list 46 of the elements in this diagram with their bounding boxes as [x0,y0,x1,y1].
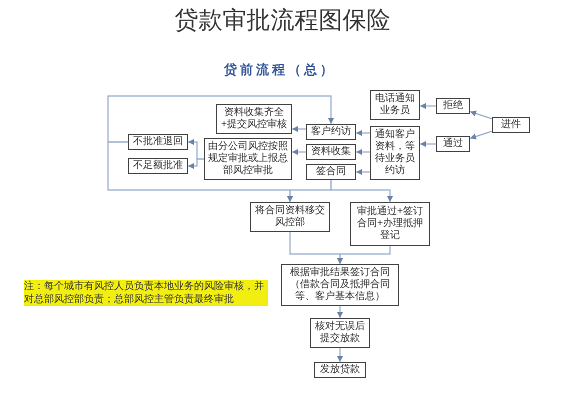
arrow [188,158,204,169]
box-label: 发放贷款 [320,364,360,376]
arrow [107,95,334,143]
process-box [436,98,470,114]
box-label: 由分公司风控按照规定审批或上报总部风控审批 [208,141,288,177]
arrow [356,149,370,155]
box-label: 不足额批准 [133,160,183,172]
process-box [436,136,470,152]
box-label: 核对无误后提交放款 [314,321,366,345]
box-label: 进件 [501,119,521,131]
arrow [337,348,343,362]
process-box [281,264,399,306]
arrow [470,130,492,140]
process-box [306,144,356,160]
process-box [128,158,188,174]
box-label: 根据审批结果签订合同（借款合同及抵押合同等、客户基本信息） [289,267,391,303]
arrow [470,110,492,120]
process-box [128,134,188,150]
box-label: 客户约访 [311,126,351,138]
process-box [350,202,430,246]
box-label: 资料收集齐全+提交风控审核 [220,107,288,131]
diagram-title: 贷款审批流程图保险 [174,6,392,36]
arrow [420,141,436,147]
process-box [492,117,530,133]
arrow [420,103,436,109]
section-heading: 贷前流程（总） [223,61,337,79]
box-label: 将合同资料移交风控部 [254,205,326,229]
box-label: 审批通过+签订合同+办理抵押登记 [356,206,424,242]
box-label: 通过 [443,138,463,150]
box-label: 电话通知业务员 [374,93,416,117]
process-box [306,164,356,180]
box-label: 拒绝 [443,100,463,112]
arrow [330,180,393,202]
arrow [292,126,306,132]
box-label: 签合同 [316,166,346,178]
process-box [314,362,366,378]
process-box [306,124,356,140]
box-label: 资料收集 [311,146,351,158]
arrow [356,130,370,136]
arrow [337,246,391,264]
box-label: 不批准退回 [133,136,183,148]
box-label: 通知客户资料，等待业务员约访 [374,129,416,177]
highlighted-note: 注：每个城市有风控人员负责本地业务的风险审核，并对总部风控部负责；总部风控主管负责最终审批 [24,280,268,306]
arrow [356,169,370,175]
arrow [337,306,343,318]
arrow [292,149,306,155]
